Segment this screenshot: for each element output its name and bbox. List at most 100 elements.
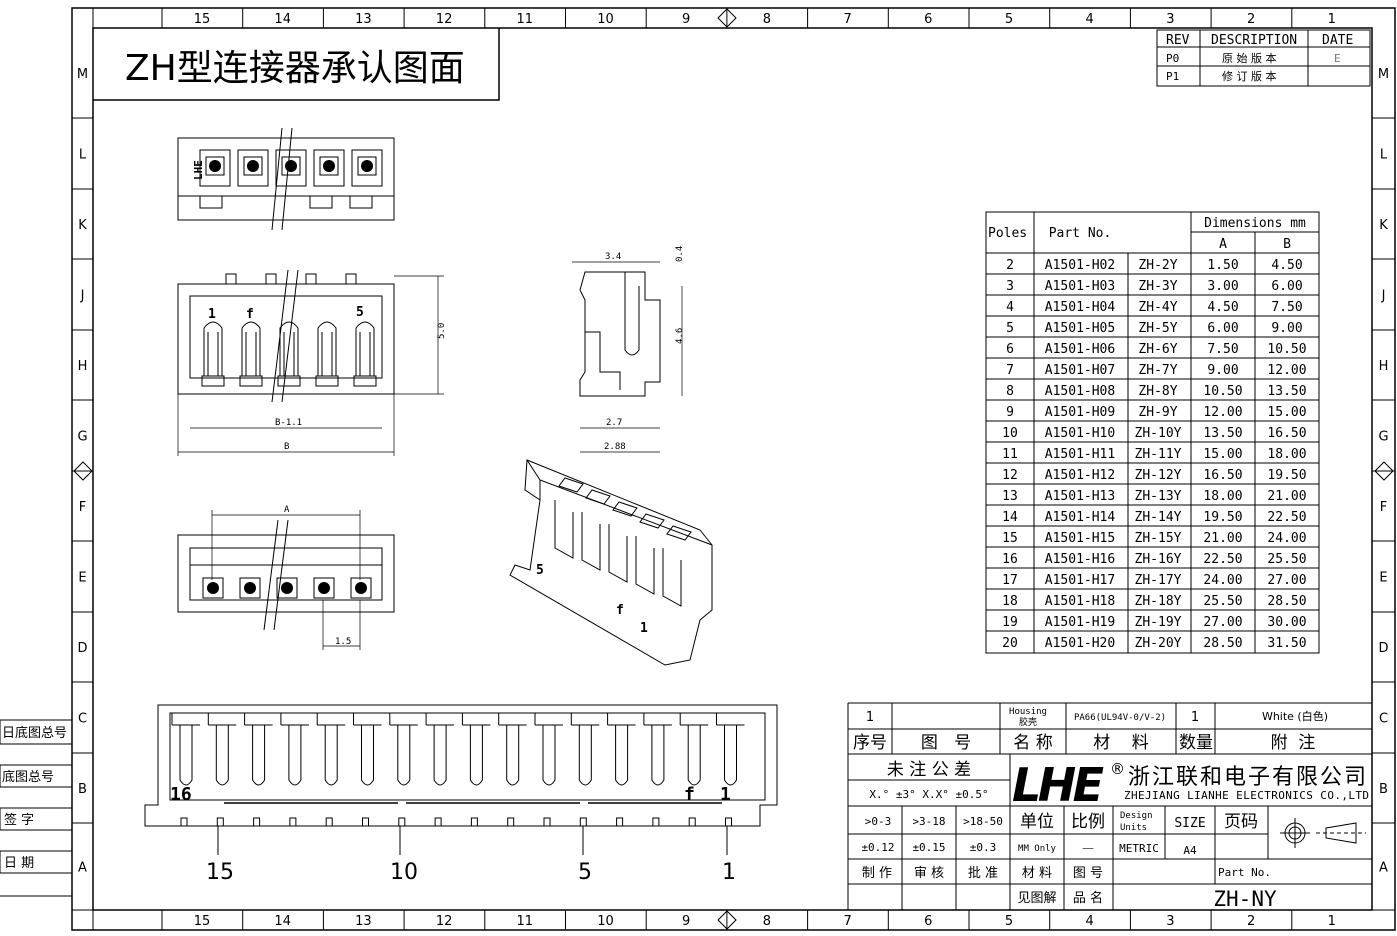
part-no-cell: A1501-H16 [1045, 552, 1115, 567]
pin-1-mark-large: 1 [720, 784, 731, 805]
column-label: 10 [597, 914, 614, 929]
row-label: K [1379, 218, 1388, 233]
model-cell: ZH-17Y [1135, 573, 1182, 588]
tol-range-3: >18-50 [963, 815, 1003, 828]
part-no-cell: A1501-H20 [1045, 636, 1115, 651]
dim-b-cell: 25.50 [1267, 552, 1306, 567]
dim-b-minus: B-1.1 [275, 418, 302, 428]
column-label: 15 [194, 914, 211, 929]
model-cell: ZH-13Y [1135, 489, 1182, 504]
lhe-logo-mark: LHE [192, 160, 205, 180]
row-label: A [78, 861, 87, 876]
dim-a-cell: 3.00 [1207, 279, 1238, 294]
model-cell: ZH-12Y [1135, 468, 1182, 483]
poles-cell: 18 [1002, 594, 1018, 609]
model-cell: ZH-14Y [1135, 510, 1182, 525]
dim-a-cell: 4.50 [1207, 300, 1238, 315]
model-cell: ZH-9Y [1138, 405, 1177, 420]
full-connector-view: 16 f 1 15 10 5 1 [144, 704, 778, 885]
model-cell: ZH-19Y [1135, 615, 1182, 630]
column-label: 13 [355, 914, 372, 929]
center-mark-icon [73, 461, 93, 481]
dim-b: B [284, 442, 289, 452]
column-label: 7 [843, 12, 851, 27]
part-no-cell: A1501-H08 [1045, 384, 1115, 399]
bottom-view: A 1.5 [177, 505, 395, 650]
dim-side-height: 4.6 [675, 328, 685, 344]
dim-b-cell: 10.50 [1267, 342, 1306, 357]
center-mark-icon [717, 8, 737, 28]
qty-header: 数量 [1179, 733, 1213, 753]
model-cell: ZH-2Y [1138, 258, 1177, 273]
row-label: L [1380, 148, 1388, 163]
rev-date-cell: E [1334, 52, 1341, 65]
row-label: J [1381, 289, 1386, 304]
poles-cell: 3 [1006, 279, 1014, 294]
front-view: 1 f 5 5.0 B-1.1 B [177, 269, 447, 456]
model-cell: ZH-15Y [1135, 531, 1182, 546]
pin-5-mark: 5 [356, 305, 364, 320]
tolerance-title: 未 注 公 差 [887, 760, 971, 780]
row-label: J [80, 289, 85, 304]
tol-range-2: >3-18 [912, 815, 945, 828]
poles-cell: 5 [1006, 321, 1014, 336]
strip-label: 底图总号 [2, 769, 54, 785]
poles-cell: 10 [1002, 426, 1018, 441]
quantity-value: 1 [1191, 710, 1199, 725]
dim-a-cell: 27.00 [1203, 615, 1242, 630]
column-label: 2 [1247, 914, 1255, 929]
part-no-cell: A1501-H14 [1045, 510, 1116, 525]
poles-cell: 19 [1002, 615, 1018, 630]
dim-a-header: A [1219, 237, 1227, 252]
date-header: DATE [1322, 33, 1353, 48]
seq-header: 序号 [853, 733, 887, 753]
size-label: SIZE [1174, 816, 1205, 831]
tol-range-1: >0-3 [865, 815, 892, 828]
dim-b-cell: 31.50 [1267, 636, 1306, 651]
grid-rulers: 1515141413131212111110109988776655443322… [72, 8, 1395, 930]
row-label: G [1378, 430, 1388, 445]
column-label: 1 [1328, 12, 1336, 27]
dim-a-cell: 9.00 [1207, 363, 1238, 378]
material-value: PA66(UL94V-0/V-2) [1074, 713, 1166, 723]
dim-b-cell: 12.00 [1267, 363, 1306, 378]
row-label: F [79, 500, 86, 515]
dim-b-cell: 30.00 [1267, 615, 1306, 630]
note-header: 附 注 [1271, 733, 1316, 753]
dim-a-cell: 15.00 [1203, 447, 1242, 462]
top-view: LHE [177, 127, 395, 231]
column-label: 8 [763, 12, 771, 27]
rev-cell: P1 [1166, 70, 1179, 83]
pin-label-1: 1 [722, 860, 736, 885]
poles-cell: 2 [1006, 258, 1014, 273]
dim-a-cell: 18.00 [1203, 489, 1242, 504]
size-value: A4 [1183, 844, 1197, 857]
model-cell: ZH-10Y [1135, 426, 1182, 441]
row-label: C [78, 712, 87, 727]
dim-b-cell: 22.50 [1267, 510, 1306, 525]
column-label: 10 [597, 12, 614, 27]
dim-b-cell: 28.50 [1267, 594, 1306, 609]
poles-cell: 16 [1002, 552, 1018, 567]
column-label: 6 [924, 914, 932, 929]
center-mark-icon [1374, 461, 1394, 481]
poles-cell: 12 [1002, 468, 1018, 483]
unit-value: MM Only [1018, 844, 1057, 854]
design-units-value: METRIC [1119, 842, 1159, 855]
company-name-en: ZHEJIANG LIANHE ELECTRONICS CO.,LTD [1124, 789, 1369, 802]
part-no-cell: A1501-H04 [1045, 300, 1116, 315]
row-label: G [77, 430, 87, 445]
row-label: H [1379, 359, 1389, 374]
design-units-label: Design [1120, 811, 1153, 821]
dim-b-cell: 24.00 [1267, 531, 1306, 546]
row-label: H [78, 359, 88, 374]
poles-cell: 17 [1002, 573, 1018, 588]
pin-label-5: 5 [578, 860, 592, 885]
